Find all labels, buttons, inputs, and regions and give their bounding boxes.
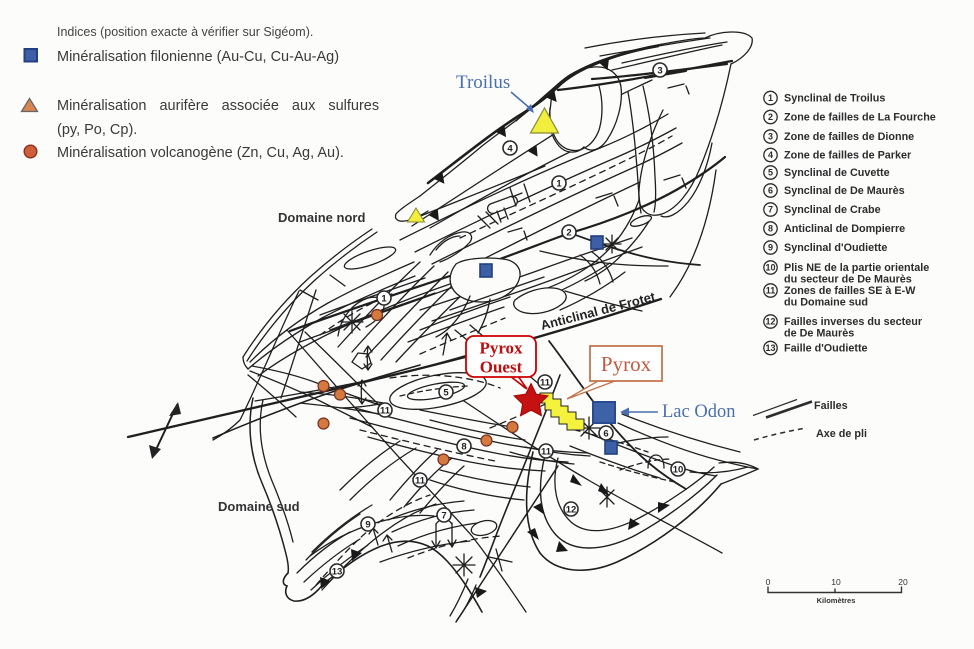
svg-text:12: 12: [566, 504, 577, 515]
svg-text:Troilus: Troilus: [456, 72, 510, 93]
svg-text:Kilomètres: Kilomètres: [817, 596, 856, 605]
svg-text:5: 5: [768, 168, 773, 178]
svg-text:Zone de failles de La Fourche: Zone de failles de La Fourche: [784, 112, 936, 124]
svg-text:0: 0: [766, 577, 771, 587]
svg-text:de De Maurès: de De Maurès: [784, 328, 854, 340]
svg-text:3: 3: [657, 65, 662, 76]
svg-text:Axe de pli: Axe de pli: [816, 428, 867, 440]
svg-text:Ouest: Ouest: [480, 358, 523, 377]
svg-text:Pyrox: Pyrox: [479, 339, 523, 358]
svg-text:Minéralisation volcanogène (Zn: Minéralisation volcanogène (Zn, Cu, Ag, …: [57, 145, 344, 161]
svg-text:Pyrox: Pyrox: [601, 352, 652, 376]
svg-text:Faille d'Oudiette: Faille d'Oudiette: [784, 343, 868, 355]
svg-text:Zones de failles SE à E-W: Zones de failles SE à E-W: [784, 285, 916, 297]
svg-text:2: 2: [566, 227, 571, 238]
svg-text:13: 13: [765, 343, 775, 353]
svg-text:10: 10: [765, 263, 775, 273]
svg-text:Lac Odon: Lac Odon: [662, 402, 735, 422]
svg-text:Synclinal de Cuvette: Synclinal de Cuvette: [784, 167, 890, 179]
svg-text:6: 6: [768, 186, 773, 196]
svg-text:Failles: Failles: [814, 400, 848, 412]
svg-text:Synclinal de Crabe: Synclinal de Crabe: [784, 204, 881, 216]
svg-text:Failles inverses du secteur: Failles inverses du secteur: [784, 316, 923, 328]
svg-text:20: 20: [898, 577, 908, 587]
svg-text:1: 1: [768, 93, 773, 103]
svg-text:Plis NE de la partie orientale: Plis NE de la partie orientale: [784, 262, 929, 274]
svg-text:11: 11: [766, 286, 776, 296]
svg-text:Domaine sud: Domaine sud: [218, 499, 300, 514]
svg-text:11: 11: [415, 475, 426, 486]
svg-text:Indices (position exacte à vér: Indices (position exacte à vérifier sur …: [57, 25, 313, 39]
svg-text:9: 9: [768, 243, 773, 253]
svg-text:Synclinal de De Maurès: Synclinal de De Maurès: [784, 185, 905, 197]
svg-text:Synclinal d'Oudiette: Synclinal d'Oudiette: [784, 242, 887, 254]
svg-text:Zone de failles de Parker: Zone de failles de Parker: [784, 150, 912, 162]
svg-text:Minéralisation filonienne (Au-: Minéralisation filonienne (Au-Cu, Cu-Au-…: [57, 49, 339, 65]
svg-text:3: 3: [768, 132, 773, 142]
svg-text:7: 7: [441, 510, 446, 521]
svg-text:du Domaine sud: du Domaine sud: [784, 297, 868, 309]
svg-text:Anticlinal de Dompierre: Anticlinal de Dompierre: [784, 223, 905, 235]
svg-text:Domaine nord: Domaine nord: [278, 210, 365, 225]
svg-text:11: 11: [541, 446, 552, 457]
svg-text:(py, Po, Cp).: (py, Po, Cp).: [57, 122, 137, 138]
svg-text:12: 12: [765, 317, 775, 327]
svg-text:9: 9: [365, 519, 370, 530]
svg-text:10: 10: [831, 577, 841, 587]
svg-text:1: 1: [381, 293, 387, 304]
svg-text:1: 1: [556, 178, 562, 189]
svg-text:8: 8: [461, 441, 466, 452]
svg-text:10: 10: [673, 464, 684, 475]
svg-text:13: 13: [332, 566, 343, 577]
svg-text:6: 6: [603, 428, 608, 439]
svg-text:4: 4: [768, 150, 773, 160]
svg-text:du secteur de De Maurès: du secteur de De Maurès: [784, 274, 912, 286]
svg-text:11: 11: [540, 377, 551, 388]
svg-text:Minéralisation aurifère associ: Minéralisation aurifère associée aux sul…: [57, 98, 379, 114]
svg-text:11: 11: [380, 405, 391, 416]
svg-text:2: 2: [768, 112, 773, 122]
svg-text:Zone de failles de Dionne: Zone de failles de Dionne: [784, 131, 914, 143]
svg-text:5: 5: [443, 387, 449, 398]
svg-text:7: 7: [768, 205, 773, 215]
svg-text:Synclinal de Troilus: Synclinal de Troilus: [784, 93, 885, 105]
svg-text:8: 8: [768, 224, 773, 234]
svg-text:4: 4: [507, 143, 513, 154]
